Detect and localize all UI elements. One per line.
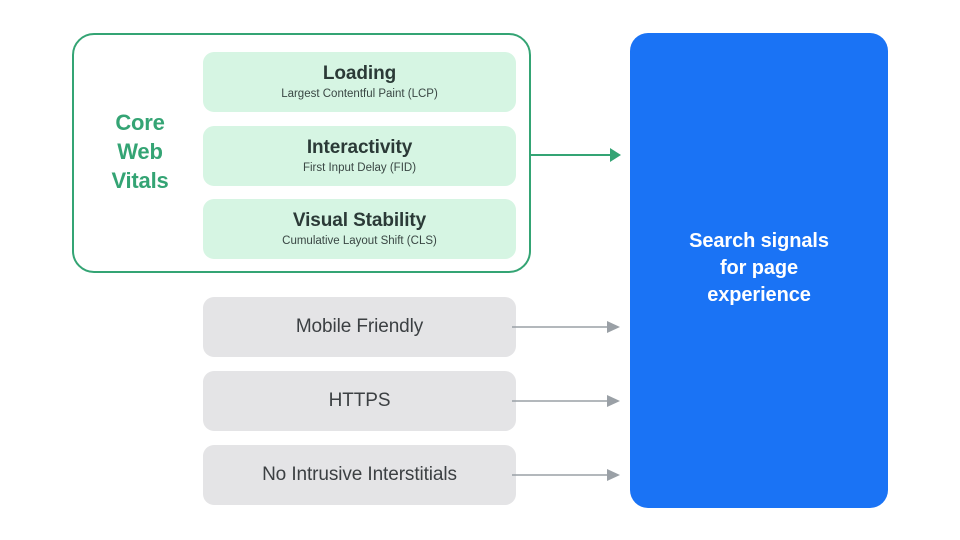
signal-label: HTTPS xyxy=(328,390,391,411)
metric-subtitle: Largest Contentful Paint (LCP) xyxy=(281,87,438,100)
signal-card-mobile-friendly[interactable]: Mobile Friendly xyxy=(203,297,516,357)
metric-card-visual-stability[interactable]: Visual Stability Cumulative Layout Shift… xyxy=(203,199,516,259)
core-web-vitals-group xyxy=(72,33,531,273)
signal-label: Mobile Friendly xyxy=(295,316,424,337)
signal-card-no-intrusive-interstitials[interactable]: No Intrusive Interstitials xyxy=(203,445,516,505)
arrow-core-web-vitals-icon xyxy=(530,148,621,162)
metric-title: Loading xyxy=(322,62,397,84)
metric-subtitle: Cumulative Layout Shift (CLS) xyxy=(282,234,437,247)
signal-card-https[interactable]: HTTPS xyxy=(203,371,516,431)
arrow-mobile-friendly-icon xyxy=(512,321,620,333)
outcome-box-search-signals[interactable]: Search signals for page experience xyxy=(630,33,888,508)
outcome-label: Search signals for page experience xyxy=(689,230,829,306)
core-web-vitals-label: Core Web Vitals xyxy=(111,110,169,193)
signal-label: No Intrusive Interstitials xyxy=(262,464,457,485)
metric-card-loading[interactable]: Loading Largest Contentful Paint (LCP) xyxy=(203,52,516,112)
metric-title: Interactivity xyxy=(306,136,413,158)
arrow-https-icon xyxy=(512,395,620,407)
metric-title: Visual Stability xyxy=(292,209,427,231)
metric-subtitle: First Input Delay (FID) xyxy=(302,161,417,174)
arrow-no-intrusive-interstitials-icon xyxy=(512,469,620,481)
metric-card-interactivity[interactable]: Interactivity First Input Delay (FID) xyxy=(203,126,516,186)
